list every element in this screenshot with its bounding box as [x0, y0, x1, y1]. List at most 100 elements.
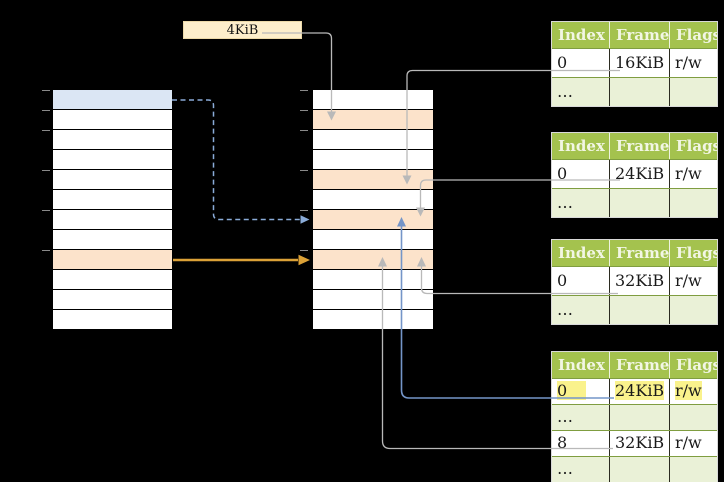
memory-row-white [53, 230, 172, 249]
column-header-flags: Flags [669, 133, 717, 159]
page-table-cell: r/w [669, 379, 717, 404]
page-table-cell [669, 78, 717, 106]
cell-text: 16KiB [615, 53, 665, 72]
column-header-flags: Flags [669, 22, 717, 48]
page-table-cell: 32KiB [609, 431, 669, 456]
address-tick [300, 249, 308, 251]
memory-row-white [313, 270, 433, 289]
cell-text: 0 [557, 271, 568, 290]
memory-row-orange [53, 250, 172, 269]
cell-text: 8 [557, 433, 568, 452]
page-table-cell: … [552, 296, 609, 324]
column-header-index: Index [558, 137, 605, 155]
cell-text: 32KiB [615, 271, 665, 290]
highlighted-cell-text: 0 [557, 381, 587, 400]
memory-row-white [53, 310, 172, 329]
memory-row-white [53, 190, 172, 209]
cell-text: r/w [675, 433, 702, 452]
cell-text: … [557, 300, 573, 319]
memory-row-orange [313, 210, 433, 229]
physical-memory-column [313, 90, 433, 330]
cell-text: 0 [557, 164, 568, 183]
column-header-frame: Frame [609, 22, 669, 48]
memory-row-white [53, 270, 172, 289]
page-table-cell [609, 189, 669, 217]
page-table-cell [609, 78, 669, 106]
memory-row-white [53, 110, 172, 129]
column-header-frame: Frame [609, 133, 669, 159]
address-tick [42, 209, 50, 211]
cell-text: … [557, 193, 573, 212]
address-tick [42, 249, 50, 251]
page-table-cell: 24KiB [609, 379, 669, 404]
column-header-frame: Frame [609, 240, 669, 266]
address-tick [42, 109, 50, 111]
address-tick [300, 109, 308, 111]
page-table-row: 8 32KiB r/w [552, 430, 717, 456]
memory-row-white [313, 90, 433, 109]
memory-row-white [53, 150, 172, 169]
page-table-cell [669, 189, 717, 217]
page-table-row: 0 32KiB r/w [552, 266, 717, 295]
cell-text: r/w [675, 271, 702, 290]
page-table-cell [669, 296, 717, 324]
page-table-cell: r/w [669, 49, 717, 77]
cell-text: 24KiB [615, 164, 665, 183]
page-table-cell: 16KiB [609, 49, 669, 77]
page-table-row: … [552, 77, 717, 106]
page-table-row: … [552, 188, 717, 217]
memory-row-white [313, 310, 433, 329]
cell-text: r/w [675, 164, 702, 183]
memory-row-orange [313, 250, 433, 269]
page-table-cell [669, 457, 717, 482]
address-tick [42, 129, 50, 131]
page-table-row: … [552, 295, 717, 324]
memory-row-white [53, 130, 172, 149]
address-tick [300, 89, 308, 91]
cell-text: 32KiB [615, 433, 665, 452]
column-header-flags: Flags [669, 352, 717, 378]
page-table-row: 0 24KiB r/w [552, 159, 717, 188]
cell-text: … [557, 82, 573, 101]
page-table-cell: … [552, 78, 609, 106]
address-tick [300, 129, 308, 131]
address-tick [300, 209, 308, 211]
address-tick [300, 169, 308, 171]
page-table-cell: 0 [552, 49, 609, 77]
page-table-cell: 0 [552, 160, 609, 188]
page-table-cell: 32KiB [609, 267, 669, 295]
memory-row-blue [53, 90, 172, 109]
page-table-cell: r/w [669, 160, 717, 188]
memory-row-white [313, 190, 433, 209]
column-header-flags: Flags [669, 240, 717, 266]
memory-row-white [53, 210, 172, 229]
memory-row-white [53, 170, 172, 189]
column-header-index: Index [558, 26, 605, 44]
page-table-cell: … [552, 457, 609, 482]
page-table-cell: 24KiB [609, 160, 669, 188]
page-table-row: … [552, 404, 717, 430]
page-table-cell: 0 [552, 379, 609, 404]
address-tick [42, 169, 50, 171]
memory-row-orange [313, 170, 433, 189]
highlighted-cell-text: 24KiB [615, 381, 665, 400]
cell-text: 0 [557, 53, 568, 72]
page-table-cell [609, 296, 669, 324]
cell-text: … [557, 407, 573, 426]
column-header-index: Index [558, 244, 605, 262]
page-table-cell [609, 457, 669, 482]
page-table-cell: … [552, 189, 609, 217]
page-size-label: 4KiB [226, 22, 259, 38]
address-tick [42, 89, 50, 91]
